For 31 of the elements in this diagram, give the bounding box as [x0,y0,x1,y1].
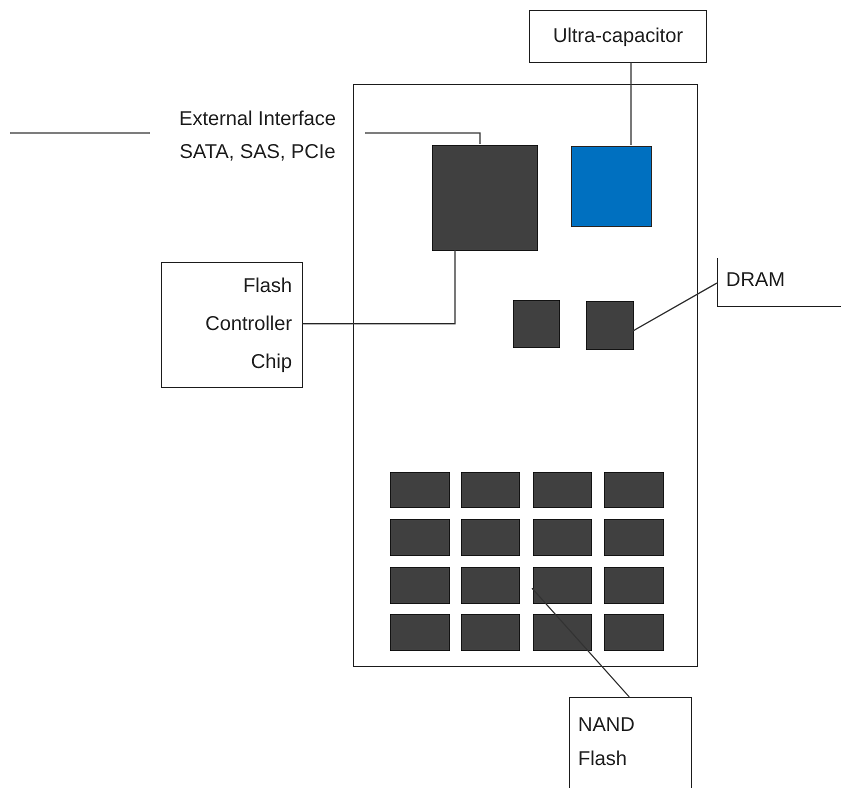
component-label: DRAM [717,258,841,307]
memory-chip [461,567,520,604]
memory-chip [604,567,664,604]
dram-chip [586,301,634,350]
controller-chip [432,145,538,251]
memory-chip [461,614,520,651]
memory-chip [461,472,520,508]
memory-chip [604,614,664,651]
memory-chip [390,567,450,604]
component-label: NAND Flash [569,697,692,788]
memory-chip [390,472,450,508]
memory-chip [390,519,450,556]
memory-chip [533,472,592,508]
leader-line [303,250,456,324]
leader-line [632,282,718,332]
leader-line [630,63,632,145]
component-label: Ultra-capacitor [529,10,707,63]
memory-chip [533,614,592,651]
memory-chip [461,519,520,556]
memory-chip [604,519,664,556]
interface-label: External Interface SATA, SAS, PCIe [150,103,365,163]
memory-chip [533,567,592,604]
leader-line [532,588,630,698]
capacitor-block [571,146,652,227]
memory-chip [604,472,664,508]
leader-line [365,132,481,144]
memory-chip [533,519,592,556]
component-label: Flash Controller Chip [161,262,303,388]
dram-chip [513,300,560,348]
circuit-board [353,84,698,667]
memory-chip [390,614,450,651]
